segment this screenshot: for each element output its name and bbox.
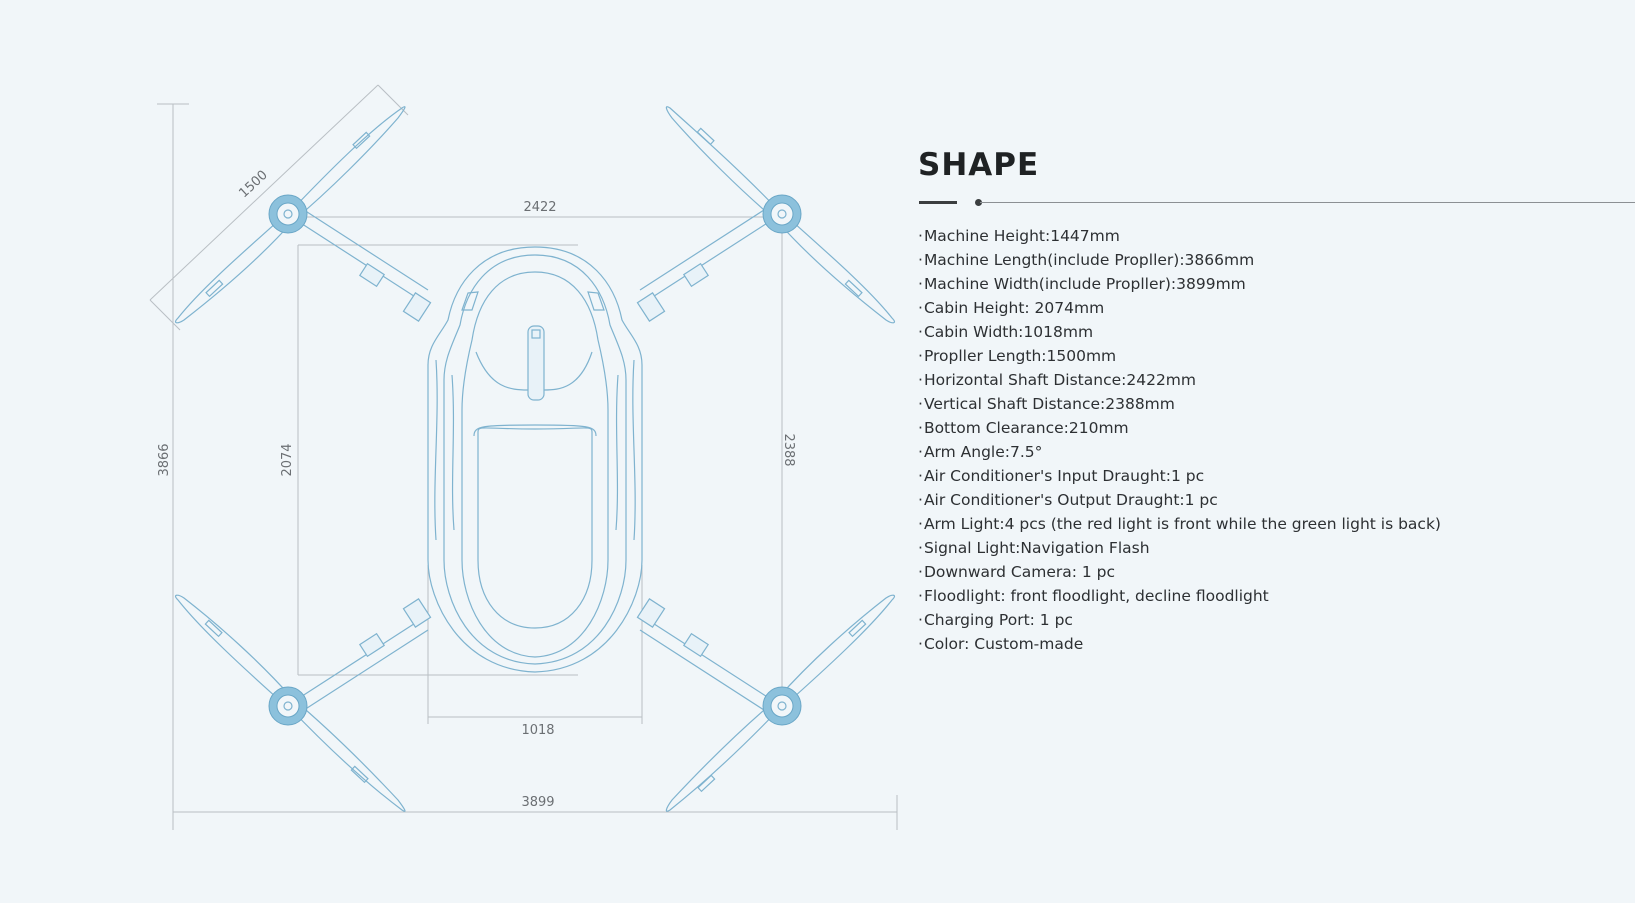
spec-item-horizontal-shaft: Horizontal Shaft Distance:2422mm — [918, 368, 1635, 392]
divider-dot — [975, 199, 982, 206]
spec-item-machine-height: Machine Height:1447mm — [918, 224, 1635, 248]
divider-line — [980, 202, 1635, 203]
drone-top-view-diagram: 1500 2422 3866 2074 2388 1018 3899 — [149, 84, 898, 830]
spec-list: Machine Height:1447mm Machine Length(inc… — [918, 224, 1635, 656]
spec-item-arm-angle: Arm Angle:7.5° — [918, 440, 1635, 464]
title-divider — [918, 196, 1635, 210]
spec-item-propeller-length: Propller Length:1500mm — [918, 344, 1635, 368]
propeller-rear-left — [174, 594, 406, 812]
dim-label-cabin-height: 2074 — [280, 443, 295, 476]
spec-item-vertical-shaft: Vertical Shaft Distance:2388mm — [918, 392, 1635, 416]
dim-label-propeller-length: 1500 — [236, 168, 270, 202]
drone-arms — [295, 209, 773, 711]
spec-item-arm-light: Arm Light:4 pcs (the red light is front … — [918, 512, 1635, 536]
spec-item-signal-light: Signal Light:Navigation Flash — [918, 536, 1635, 560]
spec-item-downward-camera: Downward Camera: 1 pc — [918, 560, 1635, 584]
section-title: SHAPE — [918, 147, 1040, 183]
spec-item-cabin-width: Cabin Width:1018mm — [918, 320, 1635, 344]
propeller-front-left — [174, 106, 406, 324]
divider-bar — [919, 201, 957, 204]
spec-item-ac-output: Air Conditioner's Output Draught:1 pc — [918, 488, 1635, 512]
dim-label-cabin-width: 1018 — [521, 723, 554, 738]
dim-label-total-length: 3866 — [157, 443, 172, 476]
dim-label-horizontal-shaft: 2422 — [523, 200, 556, 215]
spec-item-charging-port: Charging Port: 1 pc — [918, 608, 1635, 632]
dim-label-total-width: 3899 — [521, 795, 554, 810]
spec-item-cabin-height: Cabin Height: 2074mm — [918, 296, 1635, 320]
spec-item-bottom-clearance: Bottom Clearance:210mm — [918, 416, 1635, 440]
propeller-front-right — [665, 106, 896, 324]
spec-item-machine-length: Machine Length(include Propller):3866mm — [918, 248, 1635, 272]
spec-item-color: Color: Custom-made — [918, 632, 1635, 656]
dim-label-vertical-shaft: 2388 — [781, 433, 796, 466]
spec-item-machine-width: Machine Width(include Propller):3899mm — [918, 272, 1635, 296]
spec-panel: SHAPE Machine Height:1447mm Machine Leng… — [918, 150, 1635, 656]
blade-emblems — [204, 127, 867, 793]
propeller-rear-right — [665, 594, 896, 812]
spec-item-ac-input: Air Conditioner's Input Draught:1 pc — [918, 464, 1635, 488]
dimension-lines — [149, 84, 898, 830]
spec-item-floodlight: Floodlight: front floodlight, decline fl… — [918, 584, 1635, 608]
cabin-body — [427, 246, 643, 673]
